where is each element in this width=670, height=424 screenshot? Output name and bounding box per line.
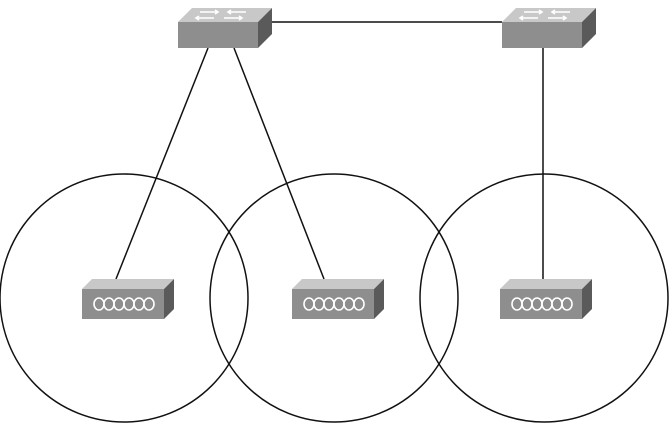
links — [116, 22, 543, 279]
switch-icon — [178, 8, 272, 48]
access-point-icon — [292, 279, 384, 319]
access-point-icon — [500, 279, 592, 319]
link-switch-1-access-point-2 — [234, 48, 324, 279]
access-point-icon — [82, 279, 174, 319]
switch-icon — [502, 8, 596, 48]
link-switch-1-access-point-1 — [116, 48, 208, 279]
